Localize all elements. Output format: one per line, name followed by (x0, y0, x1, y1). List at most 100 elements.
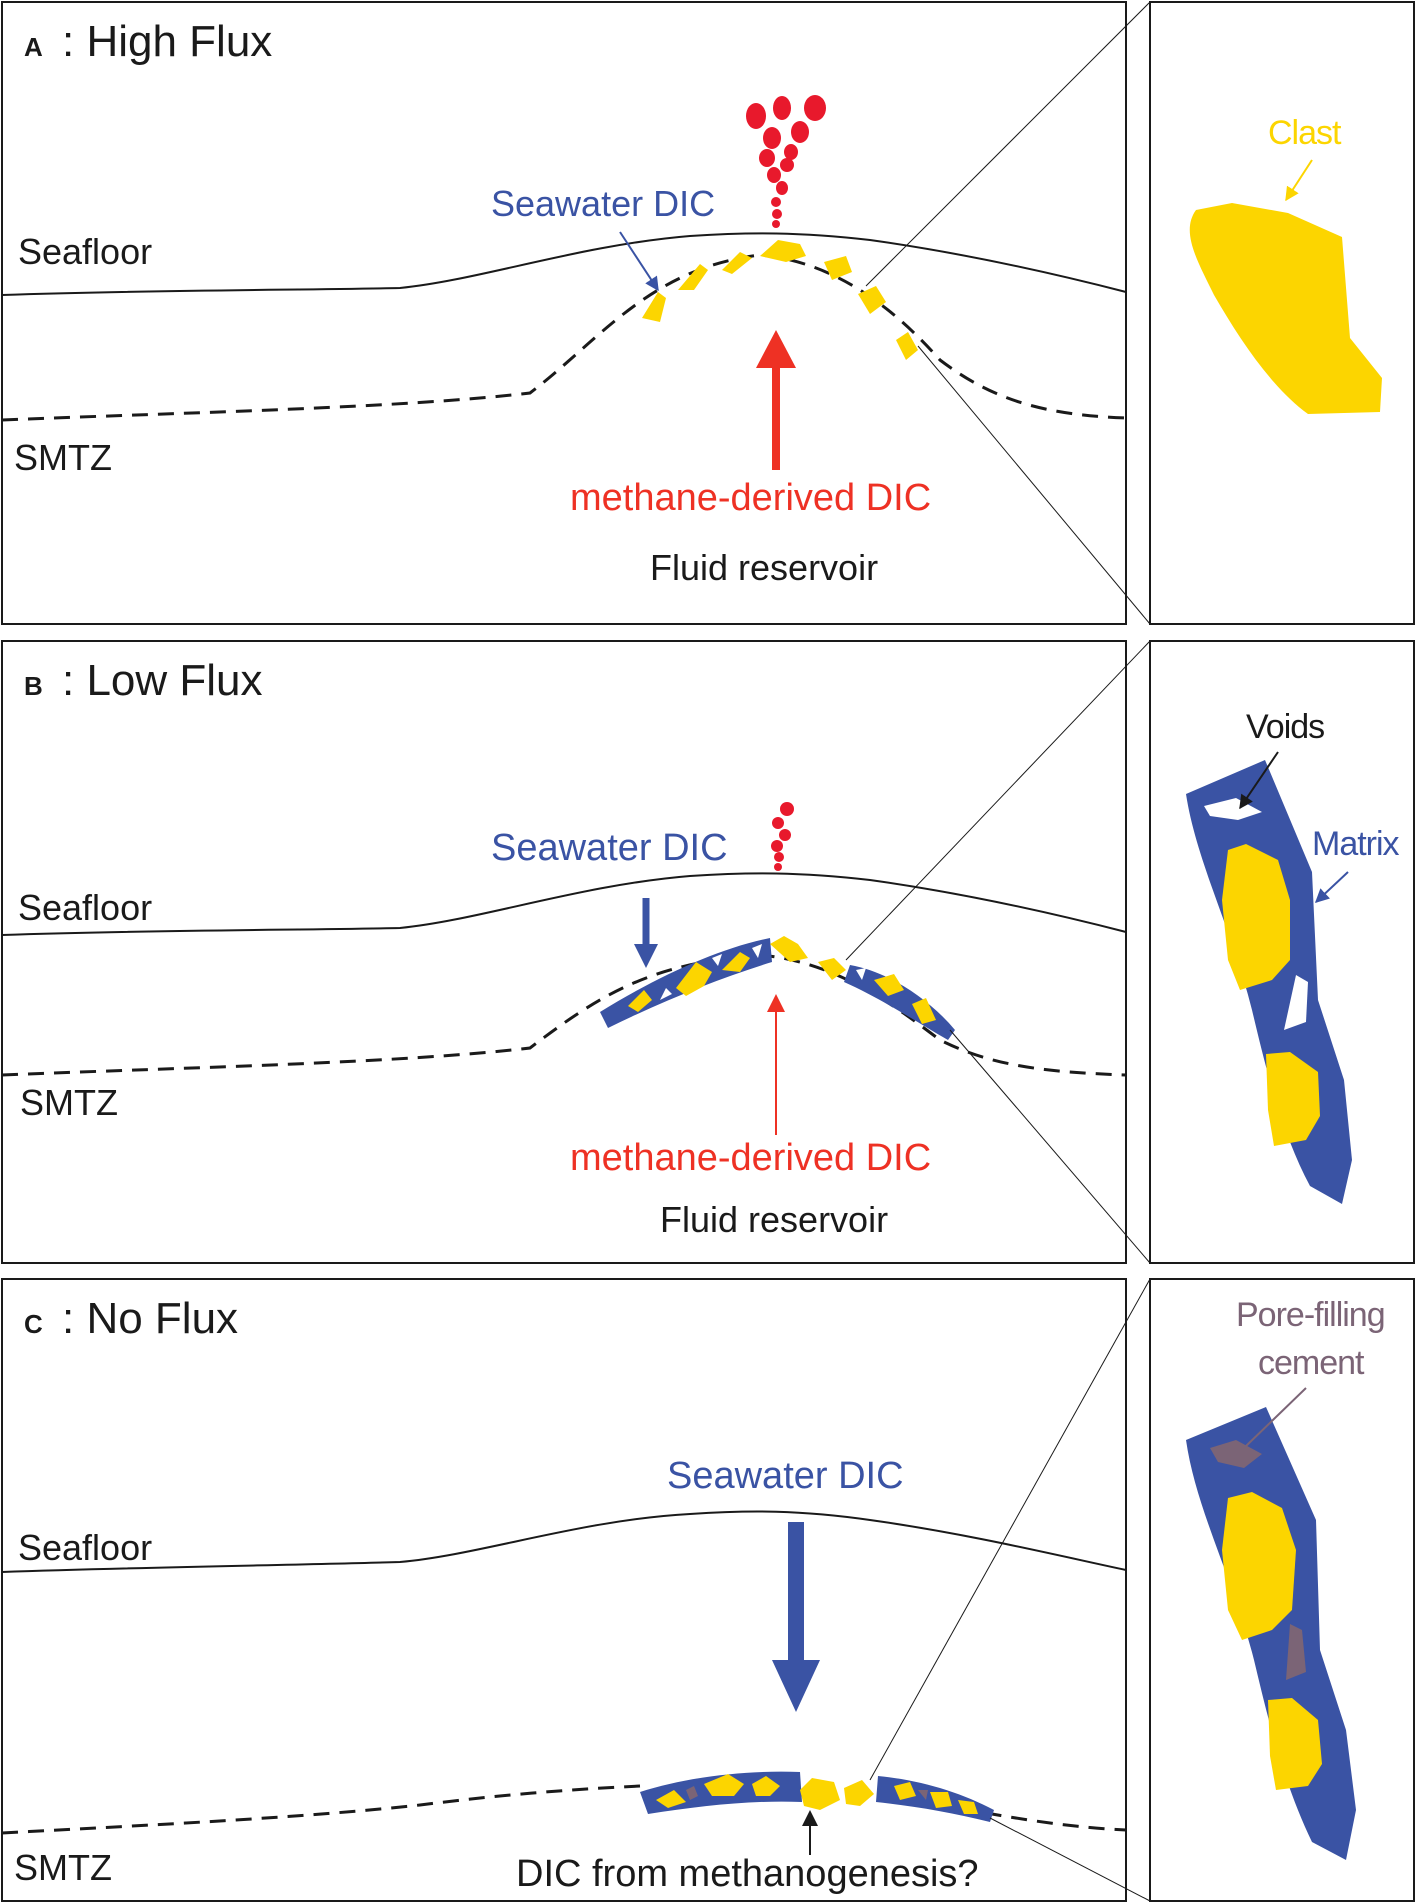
panel-b-reservoir-label: Fluid reservoir (660, 1199, 888, 1240)
inset-b-clast (1266, 1052, 1320, 1146)
panel-b-frame (1, 640, 1127, 1264)
cement (686, 1786, 698, 1800)
clast (628, 990, 652, 1012)
inset-c-clast (1268, 1698, 1322, 1790)
panel-a-bubbles (746, 95, 826, 228)
inset-c-clast (1222, 1492, 1296, 1640)
clast (844, 1780, 874, 1806)
cement (918, 1790, 928, 1800)
bubble (774, 852, 784, 862)
void (856, 968, 866, 980)
clast (656, 1790, 686, 1808)
zoom-line-b-bottom (949, 1029, 1151, 1264)
bubble (746, 103, 766, 129)
bubble (767, 167, 781, 183)
panel-a-seawater-arrow (619, 231, 659, 292)
panel-c-smtz-line (1, 1784, 1127, 1835)
panel-c-seawater-arrow-head (772, 1660, 820, 1712)
inset-cement-arrow (1245, 1387, 1307, 1447)
zoom-line-a-top (865, 1, 1151, 287)
panel-a-frame (1, 1, 1127, 625)
zoom-lines (845, 1, 1151, 1902)
clast (770, 936, 808, 962)
clast (958, 1800, 978, 1814)
bubble (774, 863, 782, 871)
panel-a-reservoir-label: Fluid reservoir (650, 547, 878, 588)
panel-a-title: : High Flux (62, 17, 272, 66)
panel-b-crust-left (600, 938, 772, 1028)
panel-a-letter: A (24, 32, 43, 62)
inset-voids-arrow (1239, 751, 1279, 810)
panel-c-methanogenesis-label: DIC from methanogenesis? (516, 1853, 979, 1895)
bubble (763, 127, 781, 149)
clast (894, 1782, 916, 1800)
inset-matrix-arrow (1314, 871, 1349, 903)
panel-a-clasts (642, 240, 918, 360)
bubble (780, 802, 794, 816)
clast (858, 286, 886, 314)
panel-b-seafloor-line (1, 872, 1127, 936)
clast (800, 1778, 840, 1810)
void (660, 988, 672, 1000)
panel-b-smtz-line (1, 953, 1127, 1077)
panel-b-smtz-label: SMTZ (20, 1082, 118, 1123)
panel-a-seafloor-line (1, 232, 1127, 296)
panel-b-letter: B (24, 671, 43, 701)
bubble (784, 144, 798, 160)
clast (722, 252, 752, 274)
inset-b-void (1284, 975, 1308, 1030)
bubble (776, 181, 788, 195)
panel-b-seafloor-label: Seafloor (18, 887, 152, 928)
panel-b-methane-arrow-head (767, 994, 785, 1012)
bubble (772, 220, 780, 228)
panel-c-letter: C (24, 1309, 43, 1339)
bubble (773, 96, 791, 120)
inset-clast-label: Clast (1268, 114, 1342, 152)
bubble (779, 829, 791, 841)
panel-c: C : No Flux Seafloor SMTZ Seawater DIC D… (1, 1278, 1127, 1902)
zoom-line-c-bottom (989, 1817, 1151, 1902)
bubble (772, 817, 784, 829)
panel-b-title: : Low Flux (62, 656, 263, 705)
panel-c-frame (1, 1278, 1127, 1902)
clast (824, 256, 852, 280)
bubble (804, 95, 826, 121)
clast (704, 1774, 744, 1796)
panel-a: A : High Flux Seafloor SMTZ Seawater DIC (1, 1, 1127, 625)
panel-a-seafloor-label: Seafloor (18, 231, 152, 272)
inset-b-void (1204, 798, 1262, 820)
inset-c-cement (1210, 1440, 1262, 1468)
panel-c-crust-left (640, 1771, 802, 1814)
bubble (772, 209, 782, 219)
panel-a-smtz-label: SMTZ (14, 437, 112, 478)
inset-c-cement (1286, 1624, 1306, 1680)
panel-c-crust-right (876, 1776, 994, 1822)
panel-a-seawater-label: Seawater DIC (491, 183, 715, 224)
bubble (771, 197, 781, 207)
inset-c: Pore-filling cement (1149, 1278, 1415, 1902)
panel-b: B : Low Flux Seafloor SMTZ Seawater DIC (1, 640, 1127, 1264)
panel-c-seafloor-line (1, 1510, 1127, 1573)
zoom-line-a-bottom (917, 345, 1151, 625)
clast (896, 332, 918, 360)
panel-b-bubbles (771, 802, 794, 871)
panel-a-smtz-line (1, 253, 1127, 422)
inset-clast-arrow (1285, 159, 1313, 202)
inset-b-clast (1222, 844, 1290, 990)
panel-b-crust-right (844, 965, 955, 1040)
inset-b: Voids Matrix (1149, 640, 1415, 1264)
clast (678, 264, 708, 290)
bubble (780, 158, 794, 172)
panel-c-title: : No Flux (62, 1294, 238, 1343)
zoom-line-b-top (845, 640, 1151, 961)
inset-cement-label-line2: cement (1258, 1344, 1365, 1382)
inset-matrix-label: Matrix (1312, 825, 1400, 863)
inset-voids-label: Voids (1246, 708, 1324, 746)
clast (912, 998, 936, 1024)
void (752, 944, 762, 958)
clast (722, 952, 750, 972)
zoom-line-c-top (869, 1278, 1151, 1781)
bubble (759, 149, 775, 167)
clast (874, 974, 904, 996)
